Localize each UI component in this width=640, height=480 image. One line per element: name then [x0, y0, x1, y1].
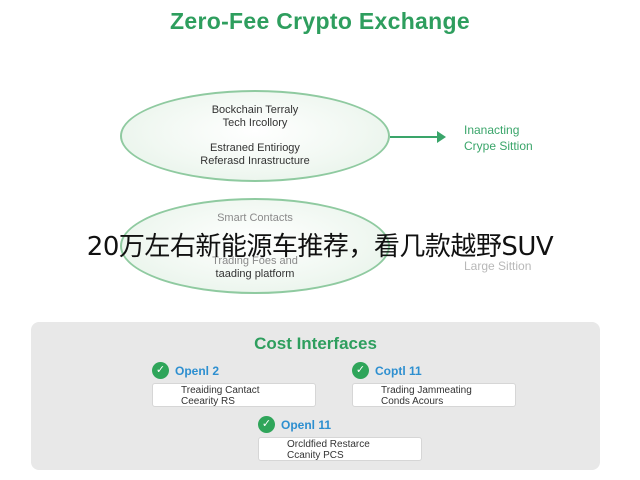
ellipse-text: Bockchain Terraly: [211, 104, 299, 116]
overlay-caption: 20万左右新能源车推荐，看几款越野SUV: [86, 232, 554, 262]
option-box: Treaiding Cantact Ceearity RS: [152, 383, 316, 407]
smart-contracts-ellipse: Smart Contacts Trading Foes and taading …: [120, 198, 390, 294]
option-line: Ceearity RS: [181, 396, 235, 407]
ellipse-text: taading platform: [215, 267, 295, 280]
option-card: ✓ Openl 11 Orcldfied Restarce Ccanity PC…: [258, 416, 422, 461]
cost-title: Cost Interfaces: [254, 334, 377, 353]
arrow-right-icon: [390, 131, 446, 143]
ellipse-text: Trading Foes and: [212, 254, 298, 267]
option-card: ✓ Coptl 11 Trading Jammeating Conds Acou…: [352, 362, 516, 407]
option-line: Ccanity PCS: [287, 450, 344, 461]
option-line: Treaiding Cantact: [181, 385, 260, 396]
option-line: Trading Jammeating: [381, 385, 472, 396]
check-circle-icon: ✓: [152, 362, 169, 379]
option-heading: Openl 11: [281, 417, 332, 432]
side-label-top: Inanacting Crype Sittion: [464, 122, 533, 154]
option-line: Orcldfied Restarce: [287, 439, 370, 450]
option-box: Orcldfied Restarce Ccanity PCS: [258, 437, 422, 461]
ellipse-text: Referasd Inrastructure: [200, 155, 310, 167]
diagram-title: Zero-Fee Crypto Exchange: [170, 8, 470, 34]
ellipse-text: Tech Ircollory: [222, 117, 288, 129]
option-card: ✓ Openl 2 Treaiding Cantact Ceearity RS: [152, 362, 316, 407]
check-circle-icon: ✓: [352, 362, 369, 379]
blockchain-tech-ellipse: Bockchain Terraly Tech Ircollory Estrane…: [120, 90, 390, 182]
option-line: Conds Acours: [381, 396, 444, 407]
side-label-bottom: Large Sittion: [464, 259, 532, 273]
ellipse-text: Smart Contacts: [217, 211, 293, 224]
option-heading: Openl 2: [175, 363, 220, 378]
ellipse-text: Estraned Entiriogy: [210, 142, 300, 154]
option-heading: Coptl 11: [375, 363, 422, 378]
option-box: Trading Jammeating Conds Acours: [352, 383, 516, 407]
side-label-line: Crype Sittion: [464, 139, 533, 153]
check-circle-icon: ✓: [258, 416, 275, 433]
side-label-line: Inanacting: [464, 123, 520, 137]
